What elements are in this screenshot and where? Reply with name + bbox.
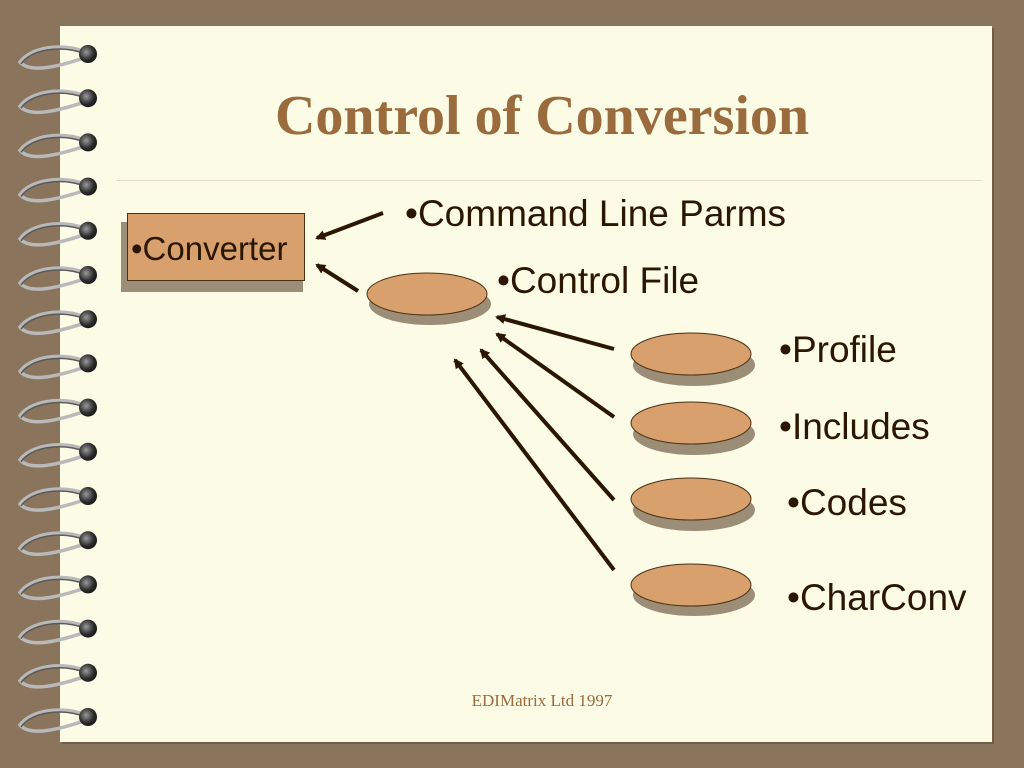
binding-ring [17,708,97,733]
converter-box [127,213,305,281]
includes-disk [630,401,755,455]
includes-label: •Includes [779,406,930,447]
binding-ring [17,177,97,203]
arrow-includes-to-control-file [495,332,616,419]
profile-disk [630,332,755,386]
codes-label: •Codes [787,482,907,523]
binding-ring [17,398,97,424]
binding-ring [17,133,97,159]
control-file-label: •Control File [497,260,700,301]
command-line-label: •Command Line Parms [405,193,787,234]
binding-ring [17,310,97,336]
binding-ring [17,266,97,291]
binding-ring [17,487,97,512]
binding-ring [17,354,97,380]
binding-ring [17,442,97,468]
arrow-codes-to-control-file [479,348,616,502]
converter-label: •Converter [131,230,288,267]
charconv-label: •CharConv [787,577,967,618]
spiral-binding [17,45,97,733]
arrow-control-file-to-converter [315,263,360,293]
control-file-disk [366,272,491,325]
binding-ring [17,531,97,557]
arrow-charconv-to-control-file [453,358,616,572]
slide-title: Control of Conversion [274,85,810,147]
binding-ring [17,619,97,645]
title-divider [116,180,982,181]
binding-ring [17,45,97,70]
slide-footer: EDIMatrix Ltd 1997 [471,691,613,710]
profile-label: •Profile [779,329,897,370]
binding-ring [17,663,97,689]
slide-page [60,26,992,742]
binding-ring [17,89,97,115]
binding-ring [17,575,97,601]
codes-disk [630,477,755,531]
charconv-disk [630,563,755,616]
arrow-profile-to-control-file [495,314,615,351]
arrow-command-line-to-converter [315,211,384,240]
binding-ring [17,221,97,247]
